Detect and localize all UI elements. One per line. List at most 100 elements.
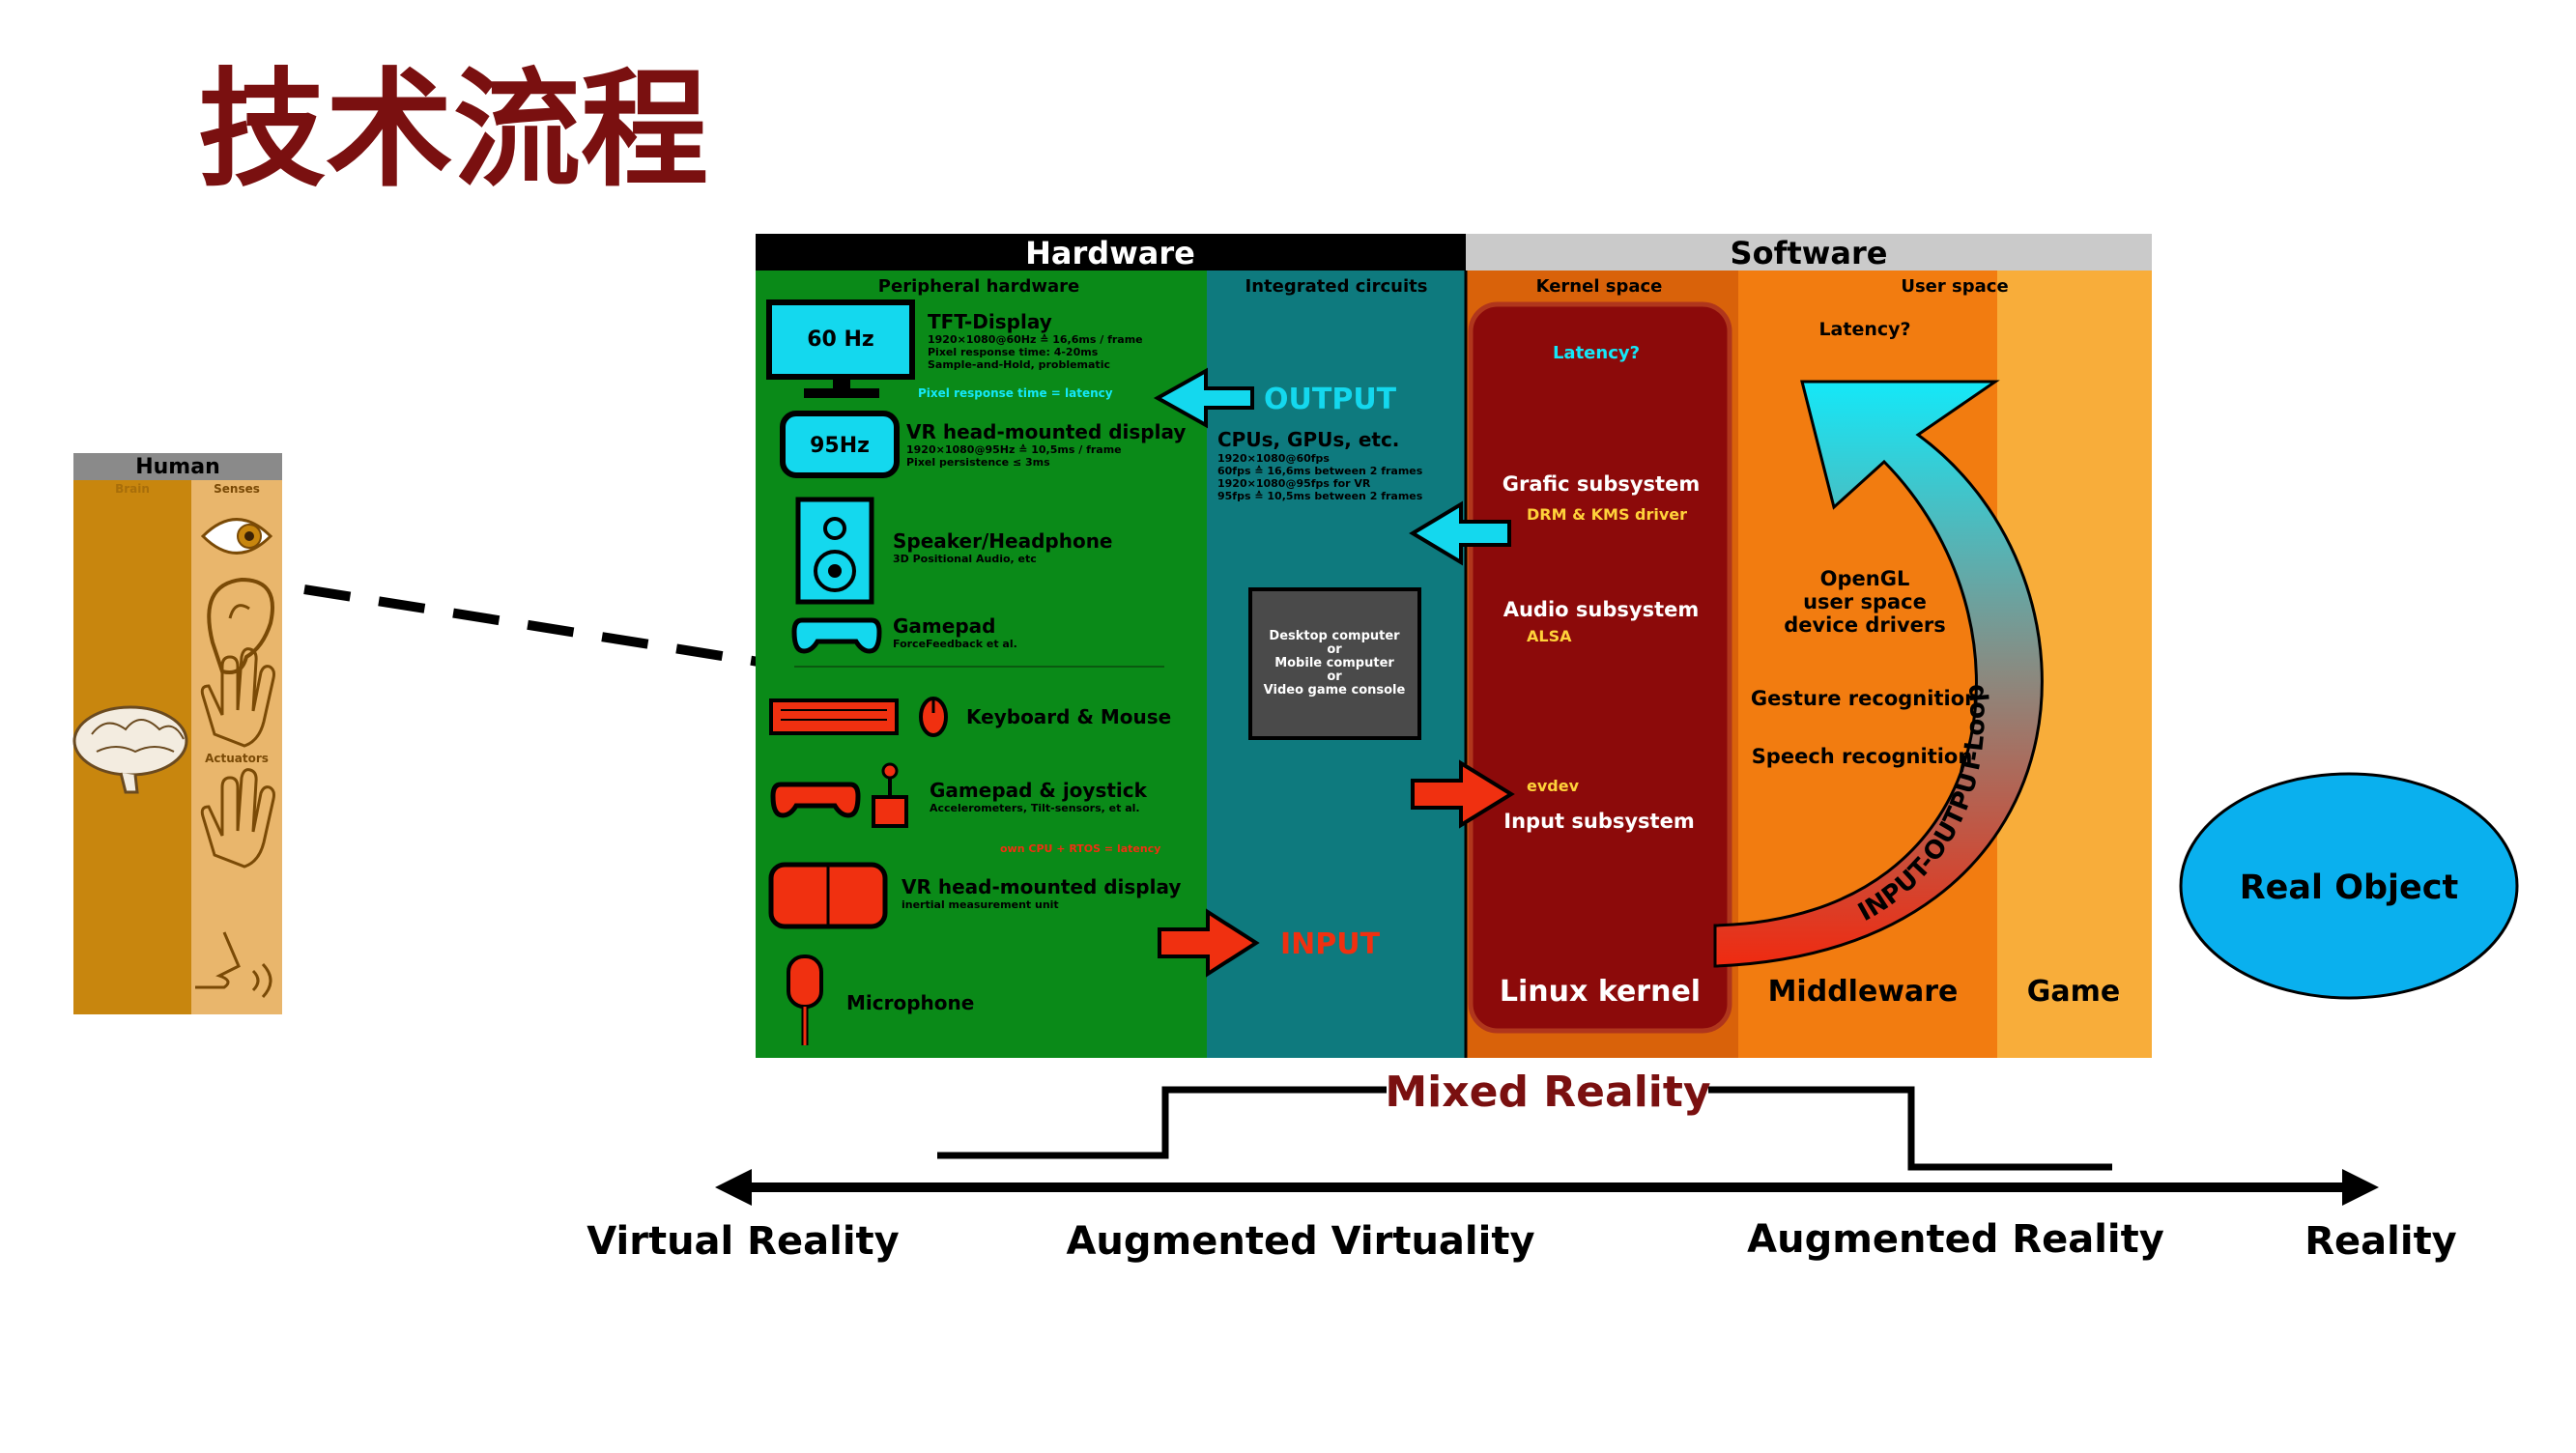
speech-recognition: Speech recognition [1752,745,1973,768]
input-subsystem-arrow [1411,759,1515,829]
mouth-icon [195,931,272,999]
ic-header: Integrated circuits [1245,276,1428,297]
continuum-label-virtual-reality: Virtual Reality [587,1219,899,1264]
user-space-header: User space [1901,276,2008,297]
game-label: Game [2027,975,2120,1009]
continuum-label-augmented-reality: Augmented Reality [1747,1217,2164,1262]
pipeline-diagram: Hardware Software Peripheral hardware In… [756,234,2152,1058]
software-header: Software [1731,235,1888,271]
vr-output-title: VR head-mounted display [906,420,1186,443]
continuum-label-augmented-virtuality: Augmented Virtuality [1066,1219,1534,1264]
pixel-latency-note: Pixel response time = latency [918,386,1113,400]
kernel-latency-label: Latency? [1553,343,1640,363]
gamepad-joystick-title: Gamepad & joystick [930,779,1148,802]
microphone-title: Microphone [846,991,974,1014]
brain-icon [72,705,188,794]
kernel-header: Kernel space [1536,276,1663,297]
hardware-header-bg [756,234,1466,271]
joystick-icon [872,762,908,828]
slide-title: 技术流程 [198,56,708,205]
cpu-line-4: 95fps ≙ 10,5ms between 2 frames [1217,490,1423,502]
device-line-3: Mobile computer [1274,656,1394,670]
output-arrow [1153,367,1254,429]
gamepad-output-subtitle: ForceFeedback et al. [893,638,1017,650]
vr-input-subtitle: inertial measurement unit [902,898,1059,911]
input-arrow [1158,908,1260,978]
device-line-2: or [1327,642,1342,657]
device-line-5: Video game console [1264,683,1406,698]
continuum-arrow-right [2342,1169,2379,1206]
rtos-latency-note: own CPU + RTOS = latency [1000,842,1160,855]
human-panel: Human Brain Senses Actuators [72,453,282,1014]
mixed-reality-bracket [937,1086,1387,1159]
audio-subsystem: Audio subsystem [1503,598,1700,621]
brain-column-label: Brain [115,482,150,496]
device-line-1: Desktop computer [1269,629,1400,643]
grafic-subsystem: Grafic subsystem [1503,472,1700,496]
mixed-reality-bracket-right [1708,1086,2112,1171]
mouse-icon [919,697,948,737]
microphone-icon [787,954,823,1045]
mixed-reality-label: Mixed Reality [1385,1068,1710,1117]
grafic-output-arrow [1409,500,1511,566]
opengl-line-2: user space [1803,590,1927,613]
gamepad-joystick-subtitle: Accelerometers, Tilt-sensors, et al. [930,802,1140,814]
user-latency-label: Latency? [1818,319,1910,340]
eye-icon [200,518,273,555]
linux-kernel-box [1468,301,1732,1034]
keyboard-mouse-title: Keyboard & Mouse [966,705,1171,728]
software-header-bg [1466,234,2152,271]
tft-display-icon [766,299,915,398]
vr-input-title: VR head-mounted display [902,875,1181,898]
computing-device-box [1248,587,1421,740]
hand-icon [200,647,275,748]
linux-kernel-label: Linux kernel [1500,975,1701,1009]
real-object-ellipse [2179,772,2519,1000]
evdev-label: evdev [1527,777,1580,795]
keyboard-icon [769,698,899,735]
continuum-label-reality: Reality [2304,1219,2457,1264]
vr-headset-output-icon [780,411,900,478]
opengl-line-1: OpenGL [1820,567,1910,590]
tft-line-1: 1920×1080@60Hz ≙ 16,6ms / frame [928,333,1143,346]
output-label: OUTPUT [1264,383,1397,416]
cpu-line-3: 1920×1080@95fps for VR [1217,477,1371,490]
human-header: Human [135,455,220,479]
opengl-line-3: device drivers [1784,613,1946,637]
gamepad-input-icon [770,782,861,818]
drm-kms-driver: DRM & KMS driver [1527,505,1687,524]
cpu-line-1: 1920×1080@60fps [1217,452,1330,465]
device-line-4: or [1327,670,1342,684]
vr-refresh-badge: 95Hz [810,434,870,458]
speaker-title: Speaker/Headphone [893,529,1113,553]
middleware-label: Middleware [1768,975,1959,1009]
vr-output-line-2: Pixel persistence ≤ 3ms [906,456,1050,469]
vr-headset-input-icon [768,862,888,929]
speaker-subtitle: 3D Positional Audio, etc [893,553,1037,565]
actuators-label: Actuators [205,752,269,765]
reality-continuum: Mixed Reality Virtual Reality Augmented … [587,1068,2457,1264]
input-label: INPUT [1280,927,1381,961]
tft-line-3: Sample-and-Hold, problematic [928,358,1110,371]
hardware-header: Hardware [1025,235,1195,271]
tft-line-2: Pixel response time: 4-20ms [928,346,1099,358]
real-object-label: Real Object [2240,869,2459,907]
tft-title: TFT-Display [928,310,1052,333]
speaker-icon [795,497,874,605]
dashed-connector [303,584,759,667]
alsa-label: ALSA [1527,627,1572,645]
gamepad-output-icon [791,617,882,654]
senses-column [191,480,282,1014]
cpu-title: CPUs, GPUs, etc. [1217,428,1399,451]
vr-output-line-1: 1920×1080@95Hz ≙ 10,5ms / frame [906,443,1122,456]
peripheral-header: Peripheral hardware [878,276,1079,297]
gamepad-output-title: Gamepad [893,614,995,638]
gesture-recognition: Gesture recognition [1751,687,1979,710]
hand-icon [200,768,275,869]
human-header-bg [73,453,282,480]
cpu-line-2: 60fps ≙ 16,6ms between 2 frames [1217,465,1423,477]
input-subsystem: Input subsystem [1503,810,1694,833]
tft-refresh-badge: 60 Hz [807,328,874,352]
